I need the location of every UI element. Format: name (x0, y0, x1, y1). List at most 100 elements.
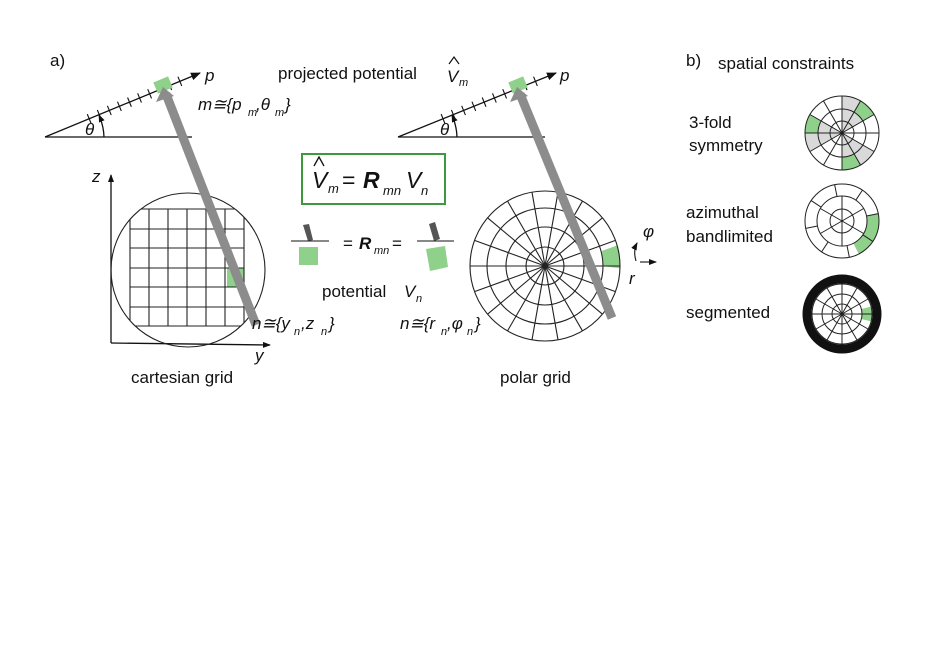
polar-grid (469, 190, 621, 342)
svg-text:,φ: ,φ (447, 314, 463, 333)
theta-arc (98, 114, 105, 138)
disc-outer-spoke (834, 184, 838, 197)
disc-spoke (841, 313, 869, 330)
bandlimited-highlight-cell (853, 213, 879, 254)
disc-spoke (820, 208, 843, 222)
cartesian-grid (110, 192, 266, 348)
axis-tick (86, 113, 92, 124)
axis-tick (471, 101, 477, 112)
disc-spoke (815, 313, 843, 330)
polar-spoke (474, 239, 546, 267)
disc-ring (804, 183, 880, 259)
svg-text:}: } (283, 95, 291, 114)
svg-text:mn: mn (374, 245, 389, 257)
right-projection-beam (510, 87, 617, 320)
n-cartesian-definition: n≅{y n ,z n } (252, 314, 335, 338)
svg-text:R: R (359, 234, 372, 253)
disc-spoke (841, 287, 858, 315)
disc-spoke (841, 114, 875, 134)
polar-spoke (531, 192, 546, 267)
phi-label: φ (643, 222, 654, 241)
right-projection-axis (397, 72, 557, 138)
z-axis-label: z (91, 167, 101, 186)
axis-tick (116, 101, 122, 112)
equation-box: V m = R mn V n (301, 153, 446, 205)
svg-text:potential: potential (322, 282, 386, 301)
svg-text:=: = (343, 234, 353, 253)
svg-text:V: V (406, 167, 424, 193)
projection-highlight-cell (153, 76, 173, 94)
panel-b-label: b) (686, 51, 701, 70)
axis-tick (137, 93, 142, 103)
disc-outer-spoke (821, 241, 829, 253)
svg-text:,z: ,z (301, 314, 315, 333)
disc-spoke (809, 114, 843, 134)
svg-text:V: V (312, 167, 330, 193)
svg-text:n≅{r: n≅{r (400, 314, 436, 333)
p-label-right: p (559, 66, 569, 85)
theta-arc-right (451, 114, 458, 138)
polar-spoke (544, 265, 616, 293)
left-projection-beam (156, 87, 261, 327)
disc-spoke (841, 132, 875, 152)
p-label-left: p (204, 66, 214, 85)
svg-text:}: } (473, 314, 481, 333)
symmetry-disc (804, 95, 880, 171)
potential-label-group: potential V n (322, 282, 422, 305)
cartesian-grid-label: cartesian grid (131, 368, 233, 387)
middle-equation: = R mn = (343, 234, 402, 257)
theta-label-right: θ (440, 120, 450, 139)
constraint-1-line2: symmetry (689, 136, 763, 155)
disc-spoke (815, 298, 843, 315)
svg-text:V: V (447, 67, 460, 86)
polar-spoke (544, 265, 583, 332)
constraint-3-line1: segmented (686, 303, 770, 322)
disc-spoke (826, 313, 843, 341)
polar-mini-icon (417, 222, 454, 271)
svg-text:m: m (459, 77, 468, 89)
svg-text:V: V (404, 282, 417, 301)
axis-tick (440, 113, 446, 124)
r-label: r (629, 269, 636, 288)
polar-spoke (507, 265, 546, 332)
axis-tick (502, 88, 508, 99)
polar-spoke (544, 239, 616, 267)
svg-text:mn: mn (383, 183, 401, 198)
svg-text:n: n (416, 293, 422, 305)
disc-spoke (823, 132, 843, 166)
disc-spoke (841, 100, 861, 134)
polar-spoke (544, 217, 603, 267)
disc-outer-spoke (805, 225, 818, 229)
disc-spoke (841, 313, 858, 341)
disc-outer-spoke (862, 234, 874, 242)
disc-spoke (826, 287, 843, 315)
axis-tick (491, 93, 497, 103)
projection-highlight-cell-right (508, 76, 528, 94)
constraint-2-line2: bandlimited (686, 227, 773, 246)
svg-text:n: n (467, 326, 473, 338)
n-polar-definition: n≅{r n ,φ n } (400, 314, 481, 338)
m-definition: m≅{p m ,θ m } (198, 95, 291, 119)
panel-b-title: spatial constraints (718, 54, 854, 73)
bandlimited-disc (804, 183, 880, 259)
polar-spoke (544, 200, 583, 267)
disc-spoke (820, 220, 843, 234)
svg-text:=: = (392, 234, 402, 253)
svg-text:n: n (294, 326, 300, 338)
svg-text:m: m (328, 181, 339, 196)
svg-text:,θ: ,θ (256, 95, 271, 114)
disc-outer-spoke (866, 213, 879, 217)
svg-text:n: n (421, 183, 428, 198)
svg-text:}: } (327, 314, 335, 333)
polar-spoke (487, 217, 546, 267)
cartesian-axes (108, 174, 271, 348)
disc-spoke (841, 298, 869, 315)
polar-spoke (474, 265, 546, 293)
polar-spoke (544, 192, 559, 267)
polar-spoke (487, 265, 546, 315)
projected-potential-label: projected potential (278, 64, 417, 83)
constraint-1-line1: 3-fold (689, 113, 732, 132)
disc-outer-spoke (846, 245, 850, 258)
panel-a-label: a) (50, 51, 65, 70)
polar-coordinate-axes (631, 242, 657, 265)
